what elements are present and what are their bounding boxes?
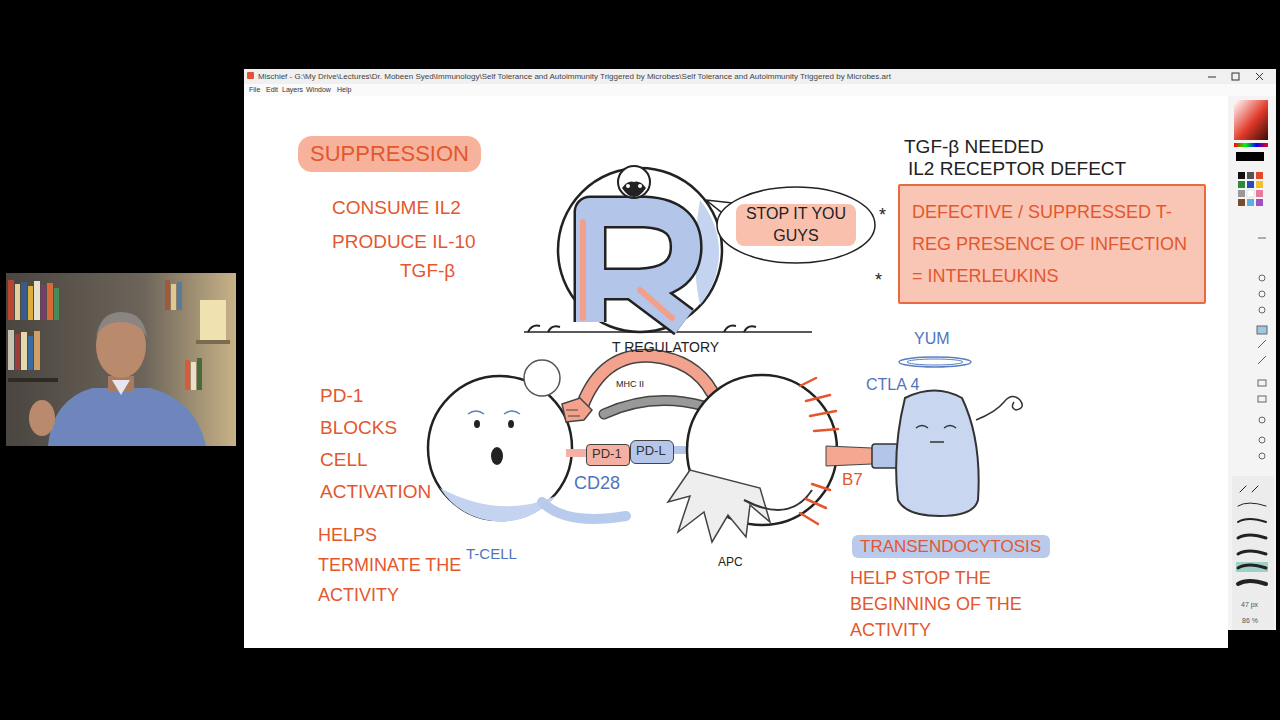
note-text: IL2 RECEPTOR DEFECT <box>908 158 1126 180</box>
text-highlight <box>736 204 856 246</box>
menu-item: Window <box>306 85 331 94</box>
node-text: PD-1 <box>592 446 622 462</box>
cell-label: APC <box>718 555 743 569</box>
highlight-band: TRANSENDOCYTOSIS <box>852 535 1050 558</box>
node-text: PD-L <box>636 443 666 459</box>
node-text: SUPPRESSION <box>310 140 469 168</box>
ligand-label: PD-L <box>630 440 674 464</box>
molecule-label: B7 <box>842 470 863 490</box>
window-title: Mischief - G:\My Drive\Lectures\Dr. Mobe… <box>258 72 891 82</box>
node-text: TRANSENDOCYTOSIS <box>860 536 1041 557</box>
size-readout: 47 px <box>1241 600 1258 609</box>
note-text: PD-1 BLOCKS CELL ACTIVATION <box>320 380 431 508</box>
asterisk-mark: * <box>875 270 882 290</box>
speech-text: YUM <box>914 330 950 348</box>
menu-item: Layers <box>282 85 303 94</box>
note-text: TGF-β NEEDED <box>904 136 1044 158</box>
zoom-readout: 86 % <box>1242 616 1258 625</box>
bubble-shape <box>717 187 875 263</box>
note-text: HELPS TERMINATE THE ACTIVITY <box>318 520 463 610</box>
asterisk-mark: * <box>879 205 886 225</box>
molecule-label: CTLA 4 <box>866 376 919 394</box>
callout-box: DEFECTIVE / SUPPRESSED T-REG PRESENCE OF… <box>898 184 1206 304</box>
speech-bubble: STOP IT YOU GUYS <box>716 186 876 264</box>
note-text: CONSUME IL2 <box>332 197 461 219</box>
note-text: HELP STOP THE BEGINNING OF THE ACTIVITY <box>850 565 1050 643</box>
highlight-band: SUPPRESSION <box>298 136 481 172</box>
menu-item: Help <box>337 85 351 94</box>
cell-label: T-CELL <box>466 545 517 563</box>
bubble-outline <box>716 186 876 264</box>
node-text: DEFECTIVE / SUPPRESSED T-REG PRESENCE OF… <box>912 196 1192 292</box>
molecule-label: MHC II <box>616 379 644 390</box>
node-text: STOP IT YOU GUYS <box>740 203 852 247</box>
menu-item: File <box>249 85 260 94</box>
note-text: PRODUCE IL-10 <box>332 231 476 253</box>
receptor-label: PD-1 <box>586 444 630 466</box>
note-text: TGF-β <box>400 260 455 282</box>
menu-item: Edit <box>266 85 278 94</box>
molecule-label: CD28 <box>574 472 620 494</box>
cell-label: T REGULATORY <box>612 339 719 355</box>
